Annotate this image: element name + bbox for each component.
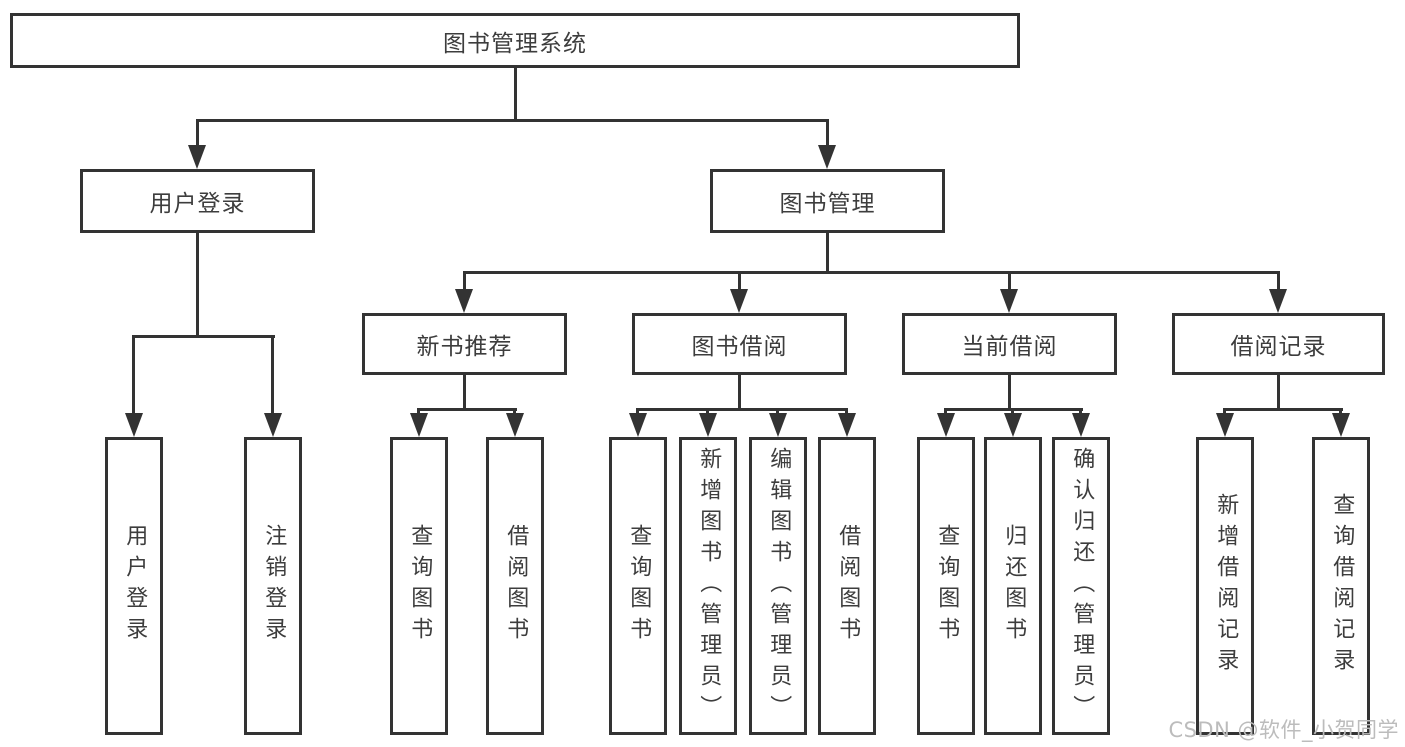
node-root: 图书管理系统 bbox=[10, 13, 1020, 68]
arrowhead-down-icon bbox=[188, 145, 206, 169]
connector-stub bbox=[1011, 408, 1014, 416]
leaf-current-query-label: 查询图书 bbox=[934, 524, 960, 648]
connector-root-vline bbox=[514, 68, 517, 119]
arrowhead-down-icon bbox=[1332, 413, 1350, 437]
connector-login-vline bbox=[196, 233, 199, 335]
node-current-borrow-label: 当前借阅 bbox=[961, 334, 1058, 360]
connector-current-vline bbox=[1008, 375, 1011, 408]
arrowhead-down-icon bbox=[838, 413, 856, 437]
connector-stub-login bbox=[196, 119, 199, 149]
arrowhead-down-icon bbox=[506, 413, 524, 437]
leaf-borrow-borrow: 借阅图书 bbox=[818, 437, 876, 735]
arrowhead-down-icon bbox=[1000, 289, 1018, 313]
leaf-newbook-borrow-label: 借阅图书 bbox=[503, 524, 529, 648]
connector-records-vline bbox=[1277, 375, 1280, 408]
leaf-borrow-add-admin-label: 新增图书（管理员） bbox=[696, 446, 722, 726]
connector-stub bbox=[271, 335, 274, 415]
connector-stub-bookmgmt bbox=[826, 119, 829, 149]
connector-bookmgmt-vline bbox=[826, 233, 829, 271]
leaf-logout: 注销登录 bbox=[244, 437, 302, 735]
leaf-borrow-query-label: 查询图书 bbox=[626, 524, 652, 648]
arrowhead-down-icon bbox=[699, 413, 717, 437]
leaf-current-confirm-admin-label: 确认归还（管理员） bbox=[1069, 446, 1095, 726]
leaf-borrow-query: 查询图书 bbox=[609, 437, 667, 735]
leaf-records-query-label: 查询借阅记录 bbox=[1329, 493, 1355, 679]
node-user-login: 用户登录 bbox=[80, 169, 315, 233]
node-book-management-label: 图书管理 bbox=[779, 191, 876, 217]
arrowhead-down-icon bbox=[1216, 413, 1234, 437]
leaf-newbook-borrow: 借阅图书 bbox=[486, 437, 544, 735]
connector-borrow-hline bbox=[636, 408, 848, 411]
connector-bookmgmt-hline bbox=[463, 271, 1280, 274]
arrowhead-down-icon bbox=[455, 289, 473, 313]
node-borrow-records: 借阅记录 bbox=[1172, 313, 1385, 375]
leaf-records-add-label: 新增借阅记录 bbox=[1213, 493, 1239, 679]
node-book-borrow: 图书借阅 bbox=[632, 313, 847, 375]
node-new-book-recommend: 新书推荐 bbox=[362, 313, 567, 375]
node-root-label: 图书管理系统 bbox=[443, 30, 587, 57]
connector-stub bbox=[1008, 271, 1011, 293]
leaf-current-return-label: 归还图书 bbox=[1001, 524, 1027, 648]
leaf-borrow-edit-admin: 编辑图书（管理员） bbox=[749, 437, 807, 735]
connector-root-hline bbox=[196, 119, 829, 122]
leaf-user-login-label: 用户登录 bbox=[122, 524, 148, 648]
arrowhead-down-icon bbox=[1004, 413, 1022, 437]
node-borrow-records-label: 借阅记录 bbox=[1230, 334, 1327, 360]
connector-stub bbox=[845, 408, 848, 416]
arrowhead-down-icon bbox=[629, 413, 647, 437]
connector-stub bbox=[776, 408, 779, 416]
node-book-borrow-label: 图书借阅 bbox=[691, 334, 788, 360]
leaf-borrow-borrow-label: 借阅图书 bbox=[835, 524, 861, 648]
node-current-borrow: 当前借阅 bbox=[902, 313, 1117, 375]
connector-newbook-hline bbox=[417, 408, 517, 411]
arrowhead-down-icon bbox=[730, 289, 748, 313]
leaf-current-confirm-admin: 确认归还（管理员） bbox=[1052, 437, 1110, 735]
leaf-current-query: 查询图书 bbox=[917, 437, 975, 735]
arrowhead-down-icon bbox=[410, 413, 428, 437]
leaf-logout-label: 注销登录 bbox=[261, 524, 287, 648]
connector-records-hline bbox=[1223, 408, 1343, 411]
leaf-records-add: 新增借阅记录 bbox=[1196, 437, 1254, 735]
connector-stub bbox=[1339, 408, 1342, 416]
leaf-borrow-add-admin: 新增图书（管理员） bbox=[679, 437, 737, 735]
connector-stub bbox=[417, 408, 420, 416]
arrowhead-down-icon bbox=[769, 413, 787, 437]
connector-stub bbox=[1277, 271, 1280, 293]
leaf-user-login: 用户登录 bbox=[105, 437, 163, 735]
connector-stub bbox=[513, 408, 516, 416]
leaf-newbook-query-label: 查询图书 bbox=[407, 524, 433, 648]
leaf-newbook-query: 查询图书 bbox=[390, 437, 448, 735]
connector-stub bbox=[706, 408, 709, 416]
arrowhead-down-icon bbox=[1269, 289, 1287, 313]
leaf-records-query: 查询借阅记录 bbox=[1312, 437, 1370, 735]
connector-stub bbox=[132, 335, 135, 415]
connector-stub bbox=[738, 271, 741, 293]
node-user-login-label: 用户登录 bbox=[149, 191, 246, 217]
arrowhead-down-icon bbox=[264, 413, 282, 437]
leaf-current-return: 归还图书 bbox=[984, 437, 1042, 735]
connector-stub bbox=[1079, 408, 1082, 416]
leaf-borrow-edit-admin-label: 编辑图书（管理员） bbox=[766, 446, 792, 726]
csdn-watermark: CSDN @软件_小贺同学 bbox=[1168, 718, 1399, 742]
node-new-book-recommend-label: 新书推荐 bbox=[416, 334, 513, 360]
connector-login-hline bbox=[132, 335, 275, 338]
arrowhead-down-icon bbox=[125, 413, 143, 437]
node-book-management: 图书管理 bbox=[710, 169, 945, 233]
connector-stub bbox=[636, 408, 639, 416]
connector-stub bbox=[1223, 408, 1226, 416]
arrowhead-down-icon bbox=[937, 413, 955, 437]
connector-newbook-vline bbox=[463, 375, 466, 408]
connector-stub bbox=[463, 271, 466, 293]
arrowhead-down-icon bbox=[1072, 413, 1090, 437]
arrowhead-down-icon bbox=[818, 145, 836, 169]
connector-borrow-vline bbox=[738, 375, 741, 408]
connector-stub bbox=[944, 408, 947, 416]
